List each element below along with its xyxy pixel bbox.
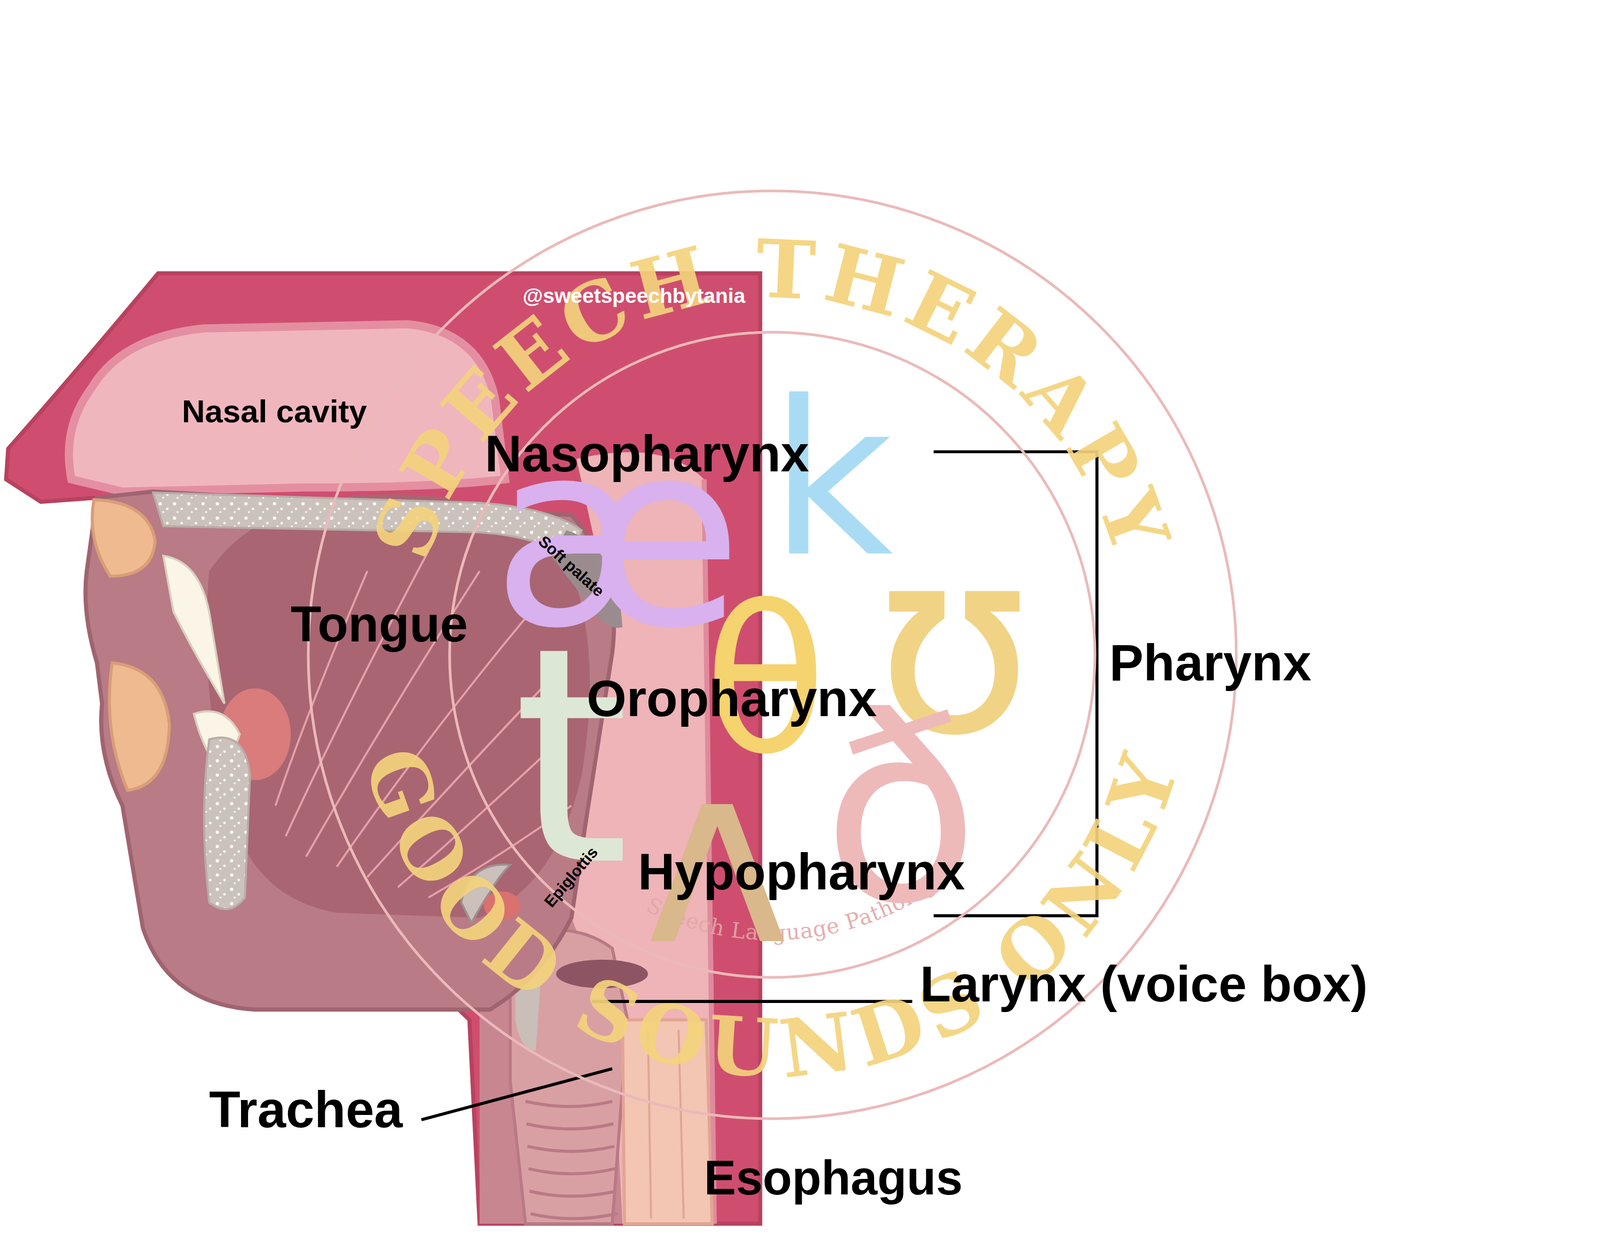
upper-tooth [163, 555, 225, 704]
anatomy-label: Trachea [209, 1080, 403, 1140]
anatomy-label: Pharynx [1109, 633, 1312, 693]
anatomy-label: Esophagus [704, 1150, 963, 1207]
anatomy-label: Oropharynx [586, 669, 877, 728]
trachea-ring [525, 1101, 618, 1220]
anatomy-label: Larynx (voice box) [920, 955, 1368, 1014]
leader-line [421, 1068, 613, 1120]
anatomy-label: Hypopharynx [637, 842, 965, 902]
anatomy-label: Nasopharynx [484, 424, 810, 484]
anatomy-label: Tongue [290, 595, 468, 654]
upper-lip [92, 499, 156, 576]
anatomy-label: Nasal cavity [181, 393, 367, 430]
handle-text: @sweetspeechbytania [522, 284, 746, 309]
mandible [204, 737, 251, 910]
watermark-ring [449, 332, 1095, 978]
lower-lip [109, 662, 170, 791]
